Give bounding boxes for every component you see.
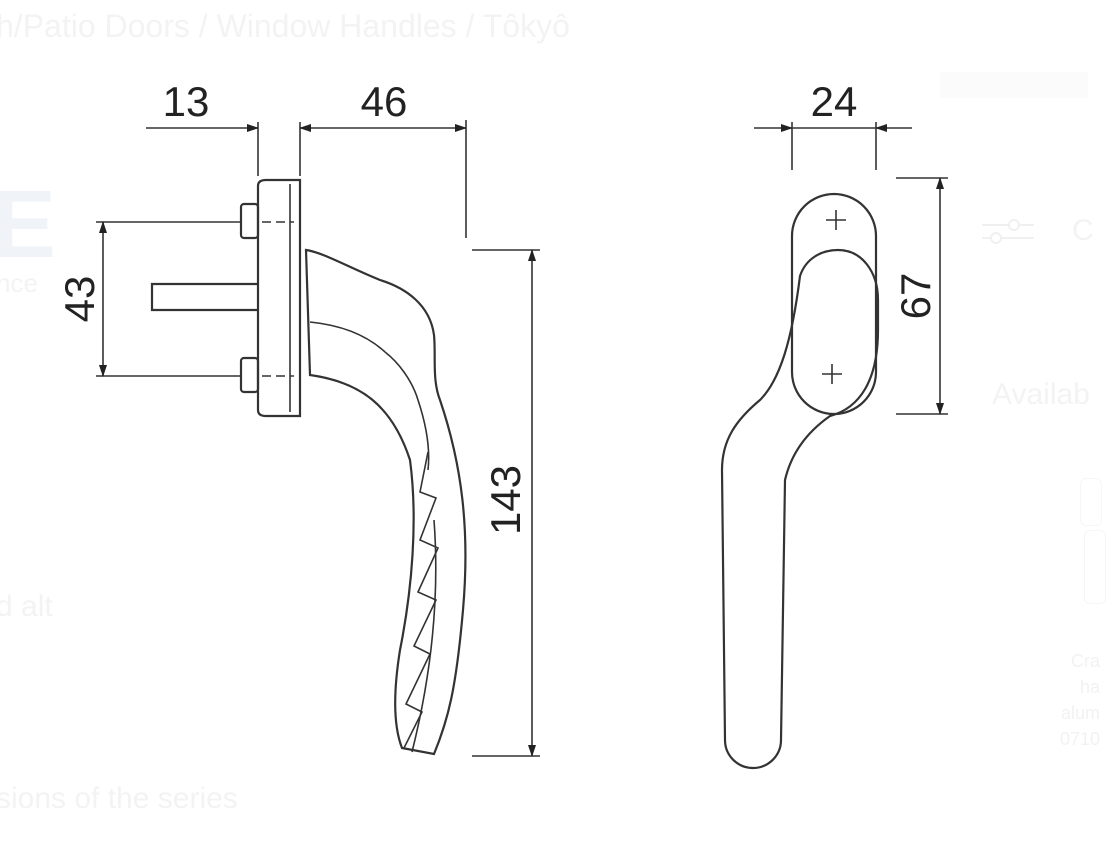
dimension-label-46: 46: [361, 78, 408, 125]
header-band: [940, 72, 1088, 98]
product-info-fragment: Cra ha alum 0710: [1020, 648, 1100, 752]
front-view: 24 67: [720, 78, 948, 770]
dimension-label-67: 67: [892, 273, 939, 320]
side-view: 13 46 43 143: [56, 78, 540, 757]
rose-outline: [790, 192, 878, 416]
rose-plate: [256, 178, 302, 418]
subtitle-fragment: nce: [0, 268, 38, 298]
screw-mark: [822, 364, 842, 384]
page-title-fragment: E: [0, 171, 57, 278]
info-line: 0710: [1059, 729, 1100, 749]
option-label-fragment: C: [1072, 214, 1094, 247]
screw-head: [239, 356, 260, 394]
dimension-label-24: 24: [811, 78, 858, 125]
filter-sliders-icon[interactable]: [980, 216, 1036, 246]
variant-card[interactable]: [1080, 478, 1102, 526]
dimension-label-43: 43: [56, 276, 103, 323]
info-line: ha: [1079, 677, 1100, 697]
handle-side-profile: [304, 248, 467, 756]
versions-heading-fragment: sions of the series: [0, 782, 238, 815]
available-heading-fragment: Availab: [992, 378, 1090, 411]
info-line: alum: [1060, 703, 1100, 723]
breadcrumb[interactable]: h/Patio Doors / Window Handles / Tôkyô: [0, 8, 570, 44]
grip-ribs: [403, 451, 440, 749]
dimension-label-13: 13: [163, 78, 210, 125]
description-fragment: d alt: [0, 590, 53, 623]
info-line: Cra: [1070, 651, 1100, 671]
screw-head: [239, 202, 260, 240]
spindle-square: [150, 282, 257, 312]
dimension-label-143: 143: [482, 465, 529, 535]
screw-mark: [826, 210, 846, 230]
handle-front-outline: [720, 248, 880, 770]
